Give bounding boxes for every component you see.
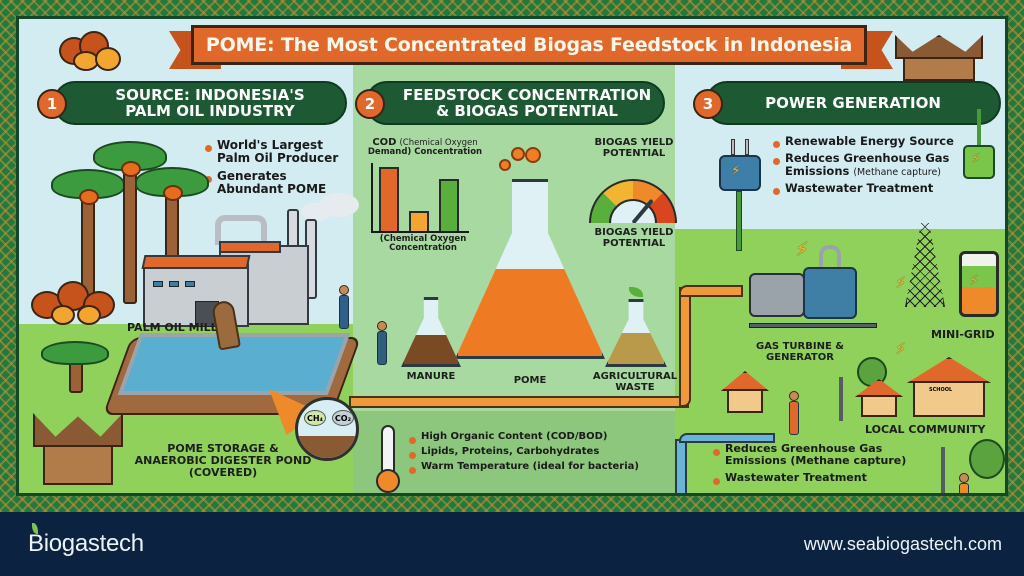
- turbine-label: GAS TURBINE & GENERATOR: [755, 341, 845, 363]
- bar-agri: [439, 179, 459, 231]
- lightning-icon: ⚡: [795, 237, 810, 261]
- pond-label: POME STORAGE & ANAEROBIC DIGESTER POND (…: [134, 442, 312, 480]
- bubble-icon: [511, 147, 525, 161]
- section-2-title-line1: FEEDSTOCK CONCENTRATION: [402, 85, 652, 104]
- resident-icon: [959, 483, 969, 493]
- feedstock-properties-panel: [353, 411, 675, 493]
- section-1-header: SOURCE: INDONESIA'S PALM OIL INDUSTRY: [53, 81, 347, 125]
- bullet-item: Lipids, Proteins, Carbohydrates: [407, 446, 639, 460]
- section-3-bullets: Renewable Energy Source Reduces Greenhou…: [771, 135, 954, 199]
- community-label: LOCAL COMMUNITY: [865, 423, 986, 436]
- bar-manure: [409, 211, 429, 231]
- brand-name: Biogastech: [28, 530, 144, 557]
- section-2-title-line2: & BIOGAS POTENTIAL: [436, 102, 618, 120]
- section-1-badge: 1: [37, 89, 67, 119]
- lightning-icon: ⚡: [895, 339, 907, 358]
- page-title: POME: The Most Concentrated Biogas Feeds…: [191, 25, 867, 65]
- infographic-canvas: POME: The Most Concentrated Biogas Feeds…: [16, 16, 1008, 496]
- gauge-label-top: BIOGAS YIELD POTENTIAL: [594, 137, 674, 159]
- bubble-icon: [525, 147, 541, 163]
- flask-label-pome: POME: [513, 375, 547, 386]
- biogas-pipe-top: [679, 285, 743, 297]
- section-3-badge: 3: [693, 89, 723, 119]
- leaf-icon: [32, 523, 38, 534]
- section-3-title: POWER GENERATION: [765, 93, 941, 112]
- lightning-icon: ⚡: [895, 273, 907, 292]
- farmer-head: [377, 321, 387, 331]
- bullet-item: Wastewater Treatment: [711, 471, 906, 485]
- bullet-item: Warm Temperature (ideal for bacteria): [407, 461, 639, 475]
- flask-label-agricultural-waste: AGRICULTURAL WASTE: [592, 371, 678, 393]
- sprout-icon: [629, 287, 643, 297]
- bullet-item: High Organic Content (COD/BOD): [407, 431, 639, 445]
- mill-label: PALM OIL MILL: [127, 321, 218, 334]
- brand-logo[interactable]: Biogastech: [28, 523, 144, 558]
- water-pipe: [675, 439, 687, 493]
- street-lamp-icon: [941, 447, 945, 493]
- cod-bar-chart: [371, 163, 469, 233]
- worker-icon: [339, 295, 349, 329]
- palm-fruit-icon: [53, 29, 123, 73]
- bubble-icon: [499, 159, 511, 171]
- gauge-label-bottom: BIOGAS YIELD POTENTIAL: [594, 227, 674, 249]
- tree-icon: [969, 439, 1005, 479]
- minigrid-label: MINI-GRID: [931, 328, 995, 341]
- biogas-pipe-riser: [679, 287, 691, 407]
- bullet-item: Renewable Energy Source: [771, 135, 954, 148]
- flask-label-manure: MANURE: [406, 371, 456, 382]
- battery-icon: [959, 251, 999, 317]
- biogas-yield-gauge-icon: [589, 179, 677, 223]
- farmer-icon: [377, 331, 387, 365]
- street-lamp-icon: [839, 377, 843, 421]
- traditional-house-icon-small: [33, 413, 123, 493]
- chart-caption: (Chemical Oxygen Concentration: [379, 234, 467, 254]
- website-link[interactable]: www.seabiogastech.com: [803, 533, 1002, 554]
- footer-bar: Biogastech www.seabiogastech.com: [0, 512, 1024, 576]
- section-1-title-line2: PALM OIL INDUSTRY: [125, 102, 295, 120]
- bar-pome: [379, 167, 399, 231]
- section-1-title-line1: SOURCE: INDONESIA'S: [115, 85, 305, 104]
- section-2-bullets: High Organic Content (COD/BOD) Lipids, P…: [407, 431, 639, 477]
- traditional-house-icon: [889, 29, 989, 85]
- resident-head: [959, 473, 969, 483]
- palm-fruit-cluster-icon: [31, 281, 121, 325]
- technician-icon: [789, 401, 799, 435]
- bullet-item: Wastewater Treatment: [771, 182, 954, 196]
- technician-head: [789, 391, 799, 401]
- water-pipe: [679, 433, 775, 443]
- biogas-pipe: [349, 396, 689, 408]
- section-2-badge: 2: [355, 89, 385, 119]
- methane-bubble-icon: CH₄ CO₂: [295, 397, 359, 461]
- section-3-header: POWER GENERATION: [705, 81, 1001, 125]
- thermometer-bulb-icon: [376, 469, 400, 493]
- co2-tag: CO₂: [332, 410, 354, 426]
- ch4-tag: CH₄: [304, 410, 326, 426]
- chart-title: COD (Chemical Oxygen Demand) Concentrati…: [367, 137, 483, 158]
- worker-head: [339, 285, 349, 295]
- battery-bolt-icon: ⚡: [969, 273, 979, 289]
- section-2-header: FEEDSTOCK CONCENTRATION & BIOGAS POTENTI…: [365, 81, 665, 125]
